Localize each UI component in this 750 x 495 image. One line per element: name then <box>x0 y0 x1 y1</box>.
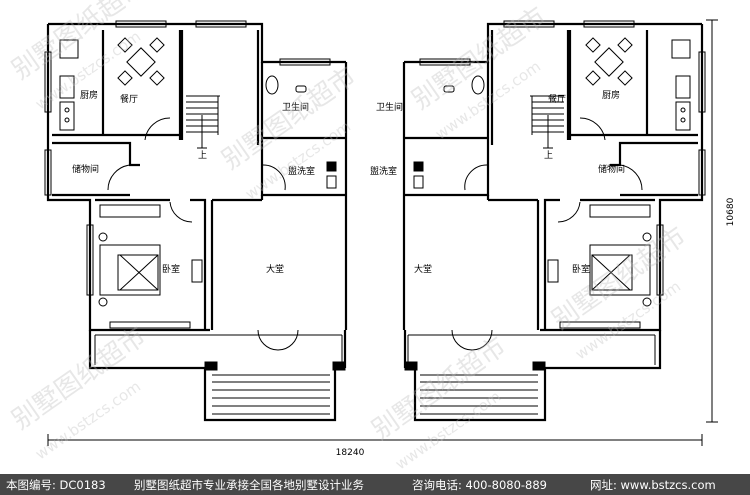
svg-text:18240: 18240 <box>336 448 365 458</box>
label-bedroom-right: 卧室 <box>572 263 590 275</box>
watermark: 别墅图纸超市 www.bstzcs.com 别墅图纸超市 www.bstzcs.… <box>7 0 692 473</box>
dimension-depth: 10680 <box>706 19 736 423</box>
label-bathroom-right: 卫生间 <box>376 101 403 113</box>
label-bedroom-left: 卧室 <box>162 263 180 275</box>
label-stair-up-right: 上 <box>544 150 553 161</box>
footer-website[interactable]: 网址: www.bstzcs.com <box>590 477 716 492</box>
label-storage-left: 储物间 <box>72 163 99 175</box>
label-dining-right: 餐厅 <box>548 93 566 105</box>
floor-plan-drawing: 18240 10680 厨房 餐厅 卫生间 盥洗室 储物间 卧室 大堂 上 厨房… <box>7 0 736 473</box>
label-dining-left: 餐厅 <box>120 93 138 105</box>
label-kitchen-right: 厨房 <box>602 89 620 101</box>
svg-text:10680: 10680 <box>726 197 736 226</box>
label-hall-left: 大堂 <box>266 263 284 275</box>
label-bathroom-left: 卫生间 <box>282 101 309 113</box>
footer-slogan: 别墅图纸超市专业承接全国各地别墅设计业务 <box>134 477 364 492</box>
footer-phone: 咨询电话: 400-8080-889 <box>412 477 547 492</box>
label-kitchen-left: 厨房 <box>80 89 98 101</box>
dimension-width: 18240 <box>47 434 703 458</box>
label-stair-up-left: 上 <box>198 150 207 161</box>
label-hall-right: 大堂 <box>414 263 432 275</box>
label-washroom-left: 盥洗室 <box>288 165 315 177</box>
drawing-number: 本图编号: DC0183 <box>6 477 106 492</box>
footer-bar: 本图编号: DC0183 别墅图纸超市专业承接全国各地别墅设计业务 咨询电话: … <box>0 474 750 495</box>
label-storage-right: 储物间 <box>598 163 625 175</box>
label-washroom-right: 盥洗室 <box>370 165 397 177</box>
